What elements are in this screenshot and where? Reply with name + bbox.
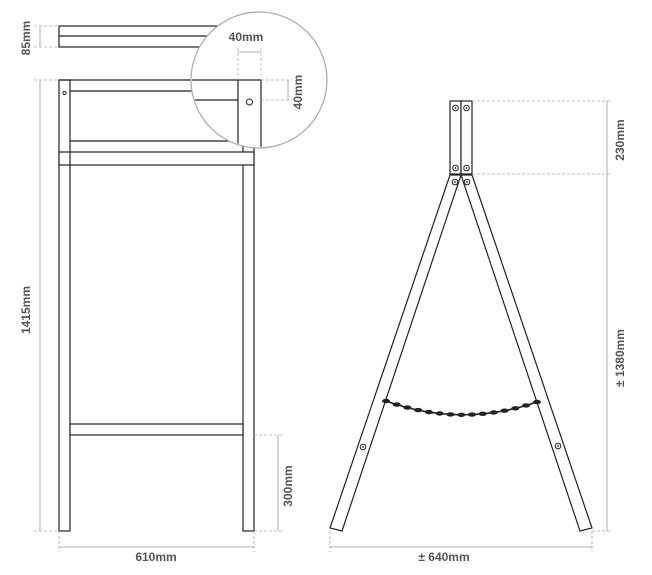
- rope-link: [522, 403, 531, 408]
- head-bolt-dot: [454, 167, 457, 169]
- rope-link: [511, 406, 520, 411]
- detail-post: [237, 79, 262, 147]
- rope-link: [500, 408, 509, 413]
- head-block-right: [460, 100, 473, 175]
- rope-link: [403, 405, 412, 410]
- detail-bolt: [246, 98, 253, 106]
- pin: [62, 90, 67, 96]
- rope-link: [478, 411, 487, 416]
- head-bolt-dot: [454, 107, 457, 109]
- upper-crossbar: [58, 151, 255, 166]
- dim-1380mm-label: ± 1380mm: [613, 329, 627, 387]
- rope-links: [382, 398, 541, 417]
- dim-85mm-label: 85mm: [19, 21, 33, 56]
- dim-230mm-label: 230mm: [613, 119, 627, 160]
- rope-link: [457, 412, 466, 417]
- rope-link: [468, 412, 476, 417]
- leg-top-bolt-dot: [454, 181, 456, 183]
- rope-link: [414, 407, 423, 413]
- side-view: 230mm ± 1380mm ± 640mm: [329, 100, 627, 564]
- detail-magnifier: 40mm 40mm: [190, 11, 328, 149]
- rope-link: [424, 409, 433, 415]
- rope-link: [382, 398, 390, 404]
- dim-1415mm-label: 1415mm: [19, 286, 33, 334]
- dim-640mm-label: ± 640mm: [418, 550, 469, 564]
- front-view: 85mm 1415mm 300mm 610mm: [19, 21, 295, 564]
- head-bolt-dot: [465, 167, 468, 169]
- detail-40mm-height-label: 40mm: [291, 75, 305, 110]
- side-left-leg: [329, 174, 462, 532]
- head-block-left: [449, 100, 462, 175]
- rope-link: [533, 399, 541, 405]
- lower-crossbar: [69, 423, 244, 436]
- head-bolt-dot: [465, 107, 468, 109]
- dim-300mm-label: 300mm: [281, 465, 295, 506]
- dim-610mm-label: 610mm: [135, 550, 176, 564]
- leg-top-bolt-dot: [466, 181, 468, 183]
- detail-40mm-width-label: 40mm: [229, 30, 264, 44]
- rope-link: [446, 412, 455, 417]
- rope-link: [435, 411, 444, 416]
- side-right-leg: [460, 174, 593, 532]
- rope-link: [489, 410, 498, 415]
- left-leg: [58, 79, 71, 532]
- leg-lower-bolt-dot: [557, 445, 559, 447]
- rope-link: [392, 402, 401, 407]
- leg-lower-bolt-dot: [362, 446, 364, 448]
